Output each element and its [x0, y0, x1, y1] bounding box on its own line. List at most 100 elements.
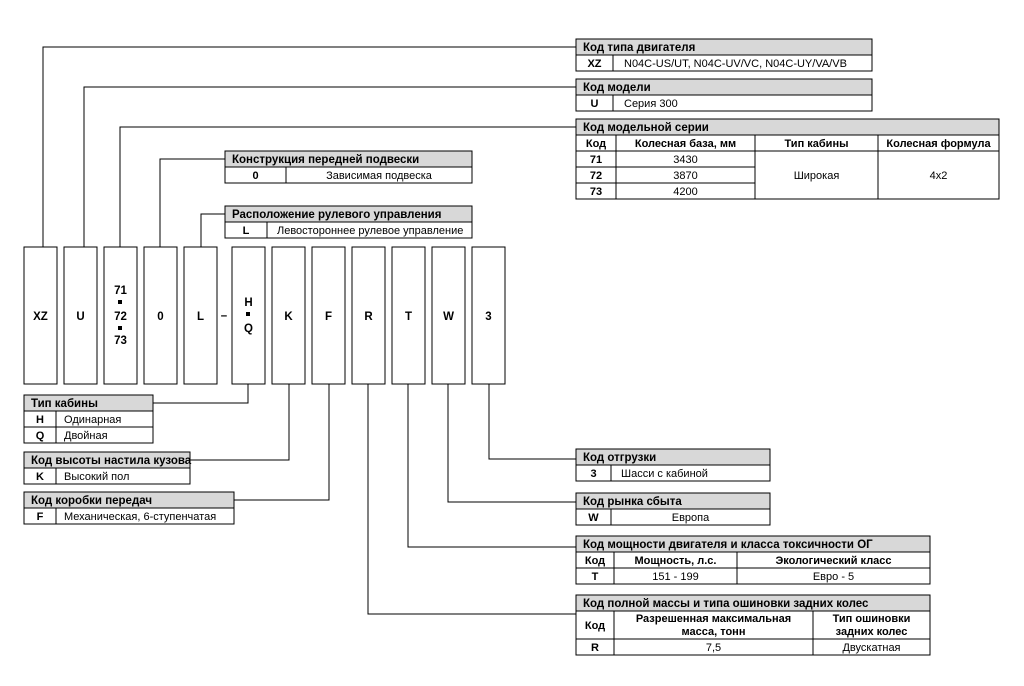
code-box-model-label: U — [76, 311, 84, 323]
connector-series — [119, 126, 576, 247]
table-mass-header-tyres-line-2: задних колес — [836, 626, 908, 638]
table-power-header-code: Код — [585, 555, 605, 567]
table-power-header-hp: Мощность, л.с. — [635, 555, 717, 567]
code-box-engine-label: XZ — [33, 311, 48, 323]
table-power-eco: Евро - 5 — [813, 571, 854, 583]
table-series-row-wheelbase: 3870 — [673, 170, 697, 182]
code-box-series-line-1: 71 — [114, 285, 127, 297]
connector-lines — [42, 46, 576, 615]
code-box-shipment: 3 — [471, 246, 506, 385]
code-box-cab: H Q — [231, 246, 266, 385]
code-box-power: T — [391, 246, 426, 385]
table-shipment: Код отгрузки 3 Шасси с кабиной — [575, 448, 771, 482]
table-gearbox: Код коробки передач F Механическая, 6-ст… — [23, 491, 235, 525]
table-mass-header-tyres-line-1: Тип ошиновки — [833, 613, 911, 625]
table-steering-code: L — [243, 225, 250, 237]
separator-dot — [118, 326, 122, 330]
table-mass-title: Код полной массы и типа ошиновки задних … — [583, 598, 869, 610]
table-cab-row-value: Одинарная — [64, 414, 121, 426]
table-series-title: Код модельной серии — [583, 122, 709, 134]
table-steering-title: Расположение рулевого управления — [232, 209, 441, 221]
connector-gearbox — [234, 384, 330, 501]
table-shipment-title: Код отгрузки — [583, 452, 656, 464]
connector-market — [447, 384, 576, 503]
table-series-row-wheelbase: 4200 — [673, 186, 697, 198]
table-mass: Код полной массы и типа ошиновки задних … — [575, 594, 931, 656]
table-cab-title: Тип кабины — [31, 398, 98, 410]
code-box-engine: XZ — [23, 246, 58, 385]
table-power-hp: 151 - 199 — [652, 571, 698, 583]
table-series-header-wheelbase: Колесная база, мм — [635, 138, 736, 150]
table-cab-row-code: H — [36, 414, 44, 426]
table-series-row-code: 71 — [590, 154, 602, 166]
connector-cab — [153, 384, 249, 404]
table-shipment-code: 3 — [590, 468, 596, 480]
table-model-title: Код модели — [583, 82, 651, 94]
table-market-title: Код рынка сбыта — [583, 496, 682, 508]
code-box-deck-label: K — [284, 311, 293, 323]
table-deck-code: K — [36, 471, 44, 483]
code-box-steering: L — [183, 246, 218, 385]
table-series: Код модельной серии Код Колесная база, м… — [575, 118, 1000, 200]
table-mass-value: 7,5 — [706, 642, 721, 654]
table-deck-value: Высокий пол — [64, 471, 129, 483]
code-box-gearbox-label: F — [325, 311, 332, 323]
code-box-power-label: T — [405, 311, 412, 323]
table-shipment-value: Шасси с кабиной — [621, 468, 708, 480]
connector-mass — [367, 384, 576, 615]
table-suspension-code: 0 — [252, 170, 258, 182]
code-box-cab-line-1: H — [244, 297, 252, 309]
table-engine: Код типа двигателя XZ N04C-US/UT, N04C-U… — [575, 38, 873, 72]
code-box-deck: K — [271, 246, 306, 385]
table-series-row-code: 72 — [590, 170, 602, 182]
table-market-code: W — [588, 512, 599, 524]
connector-model — [83, 86, 576, 247]
table-mass-header-code: Код — [585, 620, 605, 632]
separator-dot — [246, 312, 250, 316]
separator-dot — [118, 300, 122, 304]
table-gearbox-title: Код коробки передач — [31, 495, 152, 507]
code-box-shipment-label: 3 — [485, 311, 491, 323]
code-box-gearbox: F — [311, 246, 346, 385]
table-gearbox-code: F — [37, 511, 44, 523]
table-series-header-cab: Тип кабины — [785, 138, 849, 150]
table-series-formula-value: 4x2 — [930, 170, 948, 182]
dash-separator: – — [221, 310, 228, 322]
connector-shipment — [488, 384, 576, 460]
code-box-series-line-3: 73 — [114, 335, 127, 347]
table-cab-row-code: Q — [36, 430, 45, 442]
table-mass-header-mass-line-2: масса, тонн — [682, 626, 746, 638]
code-box-mass-label: R — [364, 311, 373, 323]
code-box-series-line-2: 72 — [114, 311, 127, 323]
table-market-value: Европа — [672, 512, 710, 524]
table-steering-value: Левостороннее рулевое управление — [277, 225, 463, 237]
table-cab-row-value: Двойная — [64, 430, 108, 442]
code-box-steering-label: L — [197, 311, 204, 323]
code-box-mass: R — [351, 246, 386, 385]
connector-engine — [42, 46, 576, 247]
table-suspension-title: Конструкция передней подвески — [232, 154, 419, 166]
connector-steering — [200, 213, 225, 247]
table-gearbox-value: Механическая, 6-ступенчатая — [64, 511, 216, 523]
table-series-row-wheelbase: 3430 — [673, 154, 697, 166]
table-model-value: Серия 300 — [624, 98, 678, 110]
table-model-code: U — [591, 98, 599, 110]
table-steering: Расположение рулевого управления L Левос… — [224, 205, 473, 239]
table-deck: Код высоты настила кузова K Высокий пол — [23, 451, 192, 485]
table-series-header-code: Код — [586, 138, 606, 150]
table-engine-value: N04C-US/UT, N04C-UV/VC, N04C-UY/VA/VB — [624, 58, 847, 70]
connector-deck — [190, 384, 290, 461]
table-engine-title: Код типа двигателя — [583, 42, 695, 54]
table-series-row-code: 73 — [590, 186, 602, 198]
table-model: Код модели U Серия 300 — [575, 78, 873, 112]
code-boxes-row: XZ U 71 72 73 0 L – H Q — [23, 246, 506, 385]
table-suspension: Конструкция передней подвески 0 Зависима… — [224, 150, 473, 184]
table-series-cab-value: Широкая — [794, 170, 840, 182]
code-box-suspension: 0 — [143, 246, 178, 385]
code-box-market: W — [431, 246, 466, 385]
table-power-header-eco: Экологический класс — [775, 555, 891, 567]
connector-suspension — [159, 158, 225, 247]
code-box-suspension-label: 0 — [157, 311, 163, 323]
table-suspension-value: Зависимая подвеска — [326, 170, 433, 182]
table-market: Код рынка сбыта W Европа — [575, 492, 771, 526]
